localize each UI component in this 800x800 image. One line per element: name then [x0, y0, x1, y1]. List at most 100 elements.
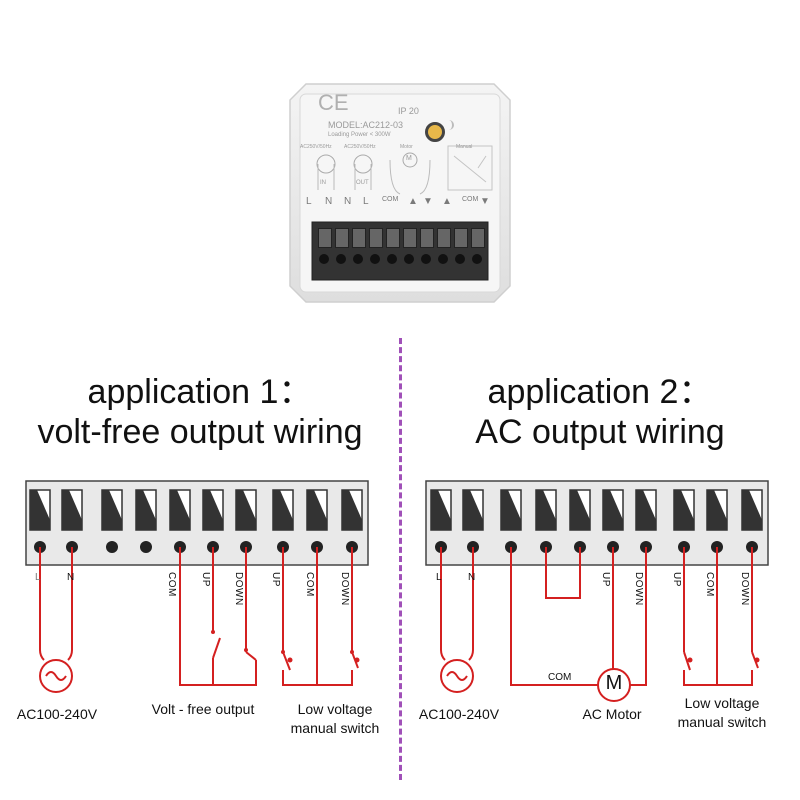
- app2-label-com2: COM: [704, 572, 715, 597]
- screw-slot-shade: [636, 490, 656, 530]
- app2-manual-line2: manual switch: [677, 714, 767, 730]
- switch-icon: [282, 651, 291, 671]
- app1-source-label: AC100-240V: [16, 706, 98, 722]
- device-terminal-label: ▲: [442, 196, 452, 207]
- app1-switch-dots: [211, 630, 360, 663]
- switch-icon: [212, 637, 221, 659]
- app1-label-L: L: [35, 572, 41, 583]
- device-screw-dot: [387, 254, 397, 264]
- screw-slot-shade: [273, 490, 293, 530]
- app1-title-line2: volt-free output wiring: [37, 413, 363, 451]
- ac-source-icon: [39, 659, 73, 693]
- screw-terminal-icon: [403, 228, 417, 248]
- app1-label-down: DOWN: [233, 572, 244, 606]
- device-screw-dot: [421, 254, 431, 264]
- screw-slot-shade: [307, 490, 327, 530]
- screw-slot-shade: [203, 490, 223, 530]
- screw-slot-shade: [62, 490, 82, 530]
- device-terminal-label: L: [363, 196, 369, 207]
- terminal-screw-dot: [140, 541, 152, 553]
- device-terminal-label: COM: [462, 196, 479, 203]
- loading-power-label: Loading Power < 300W: [328, 132, 391, 138]
- app1-label-com: COM: [166, 572, 177, 597]
- screw-slot-shade: [501, 490, 521, 530]
- screw-slot-shade: [742, 490, 762, 530]
- in-spec-label: AC250V/50Hz: [300, 144, 332, 150]
- screw-terminal-icon: [437, 228, 451, 248]
- device-terminal-label: L: [306, 196, 312, 207]
- app2-label-up2: UP: [671, 572, 682, 587]
- app1-manual-line2: manual switch: [290, 720, 380, 736]
- screw-slot-shade: [603, 490, 623, 530]
- screw-terminal-icon: [369, 228, 383, 248]
- app2-label-down: DOWN: [633, 572, 644, 606]
- device-screw-dot: [336, 254, 346, 264]
- manual-label: Manual: [456, 144, 473, 150]
- app2-source-label: AC100-240V: [418, 706, 500, 722]
- device-module: CE IP 20 MODEL:AC212-03 Loading Power < …: [288, 82, 512, 304]
- device-screw-dot: [455, 254, 465, 264]
- app1-label-up: UP: [200, 572, 211, 587]
- antenna-icon: [444, 120, 454, 130]
- screw-terminal-icon: [352, 228, 366, 248]
- app2-title-line1: application 2：: [487, 373, 713, 411]
- app1-label-down2: DOWN: [339, 572, 350, 606]
- center-divider: [399, 338, 402, 780]
- screw-slot-shade: [707, 490, 727, 530]
- app1-label-up2: UP: [270, 572, 281, 587]
- app2-manual-line1: Low voltage: [684, 695, 760, 711]
- device-terminal-label: N: [344, 196, 352, 207]
- device-terminal-label: ▼: [480, 196, 490, 207]
- screw-terminal-icon: [386, 228, 400, 248]
- screw-terminal-icon: [420, 228, 434, 248]
- app2-label-com: COM: [548, 672, 572, 683]
- screw-slot-shade: [136, 490, 156, 530]
- ce-mark: CE: [318, 90, 349, 115]
- device-terminal-label: ▲: [408, 196, 418, 207]
- device-screw-dot: [438, 254, 448, 264]
- model-label: MODEL:AC212-03: [328, 120, 404, 130]
- screw-terminal-icon: [318, 228, 332, 248]
- out-label: OUT: [356, 180, 369, 186]
- app1-label-N: N: [67, 572, 75, 583]
- app2-label-up: UP: [600, 572, 611, 587]
- app2-title-line2: AC output wiring: [475, 413, 725, 451]
- motor-symbol: M: [406, 155, 412, 162]
- screw-slot-shade: [570, 490, 590, 530]
- screw-slot-shade: [102, 490, 122, 530]
- app1-label-com2: COM: [304, 572, 315, 597]
- app1-output-label: Volt - free output: [151, 701, 255, 717]
- app1-wiring: [39, 547, 353, 686]
- screw-slot-shade: [170, 490, 190, 530]
- screw-slot-shade: [30, 490, 50, 530]
- screw-slot-shade: [463, 490, 483, 530]
- out-spec-label: AC250V/50Hz: [344, 144, 376, 150]
- screw-slot-shade: [342, 490, 362, 530]
- device-screw-dot: [319, 254, 329, 264]
- app2-motor-label: AC Motor: [582, 706, 642, 722]
- motor-symbol: M: [605, 672, 623, 694]
- device-screw-dot: [472, 254, 482, 264]
- app2-label-down2: DOWN: [739, 572, 750, 606]
- app2-switch-dots: [687, 657, 760, 663]
- screw-slot-shade: [674, 490, 694, 530]
- device-screw-dot: [353, 254, 363, 264]
- app2-label-N: N: [468, 572, 476, 583]
- screw-slot-shade: [236, 490, 256, 530]
- screw-slot-shade: [536, 490, 556, 530]
- motor-icon: [597, 668, 631, 702]
- ac-source-icon: [440, 659, 474, 693]
- ip-rating: IP 20: [398, 106, 419, 116]
- led-icon: [425, 122, 445, 142]
- device-terminal-label: N: [325, 196, 333, 207]
- app1-switch-icons: [212, 637, 359, 671]
- in-label: IN: [320, 180, 326, 186]
- app2-wiring: [440, 547, 753, 686]
- switch-icon: [245, 651, 257, 661]
- app2-switch-icons: [683, 651, 759, 671]
- device-screw-dot: [370, 254, 380, 264]
- device-terminal-label: ▼: [423, 196, 433, 207]
- app1-title-line1: application 1：: [87, 373, 313, 411]
- app1-manual-line1: Low voltage: [297, 701, 373, 717]
